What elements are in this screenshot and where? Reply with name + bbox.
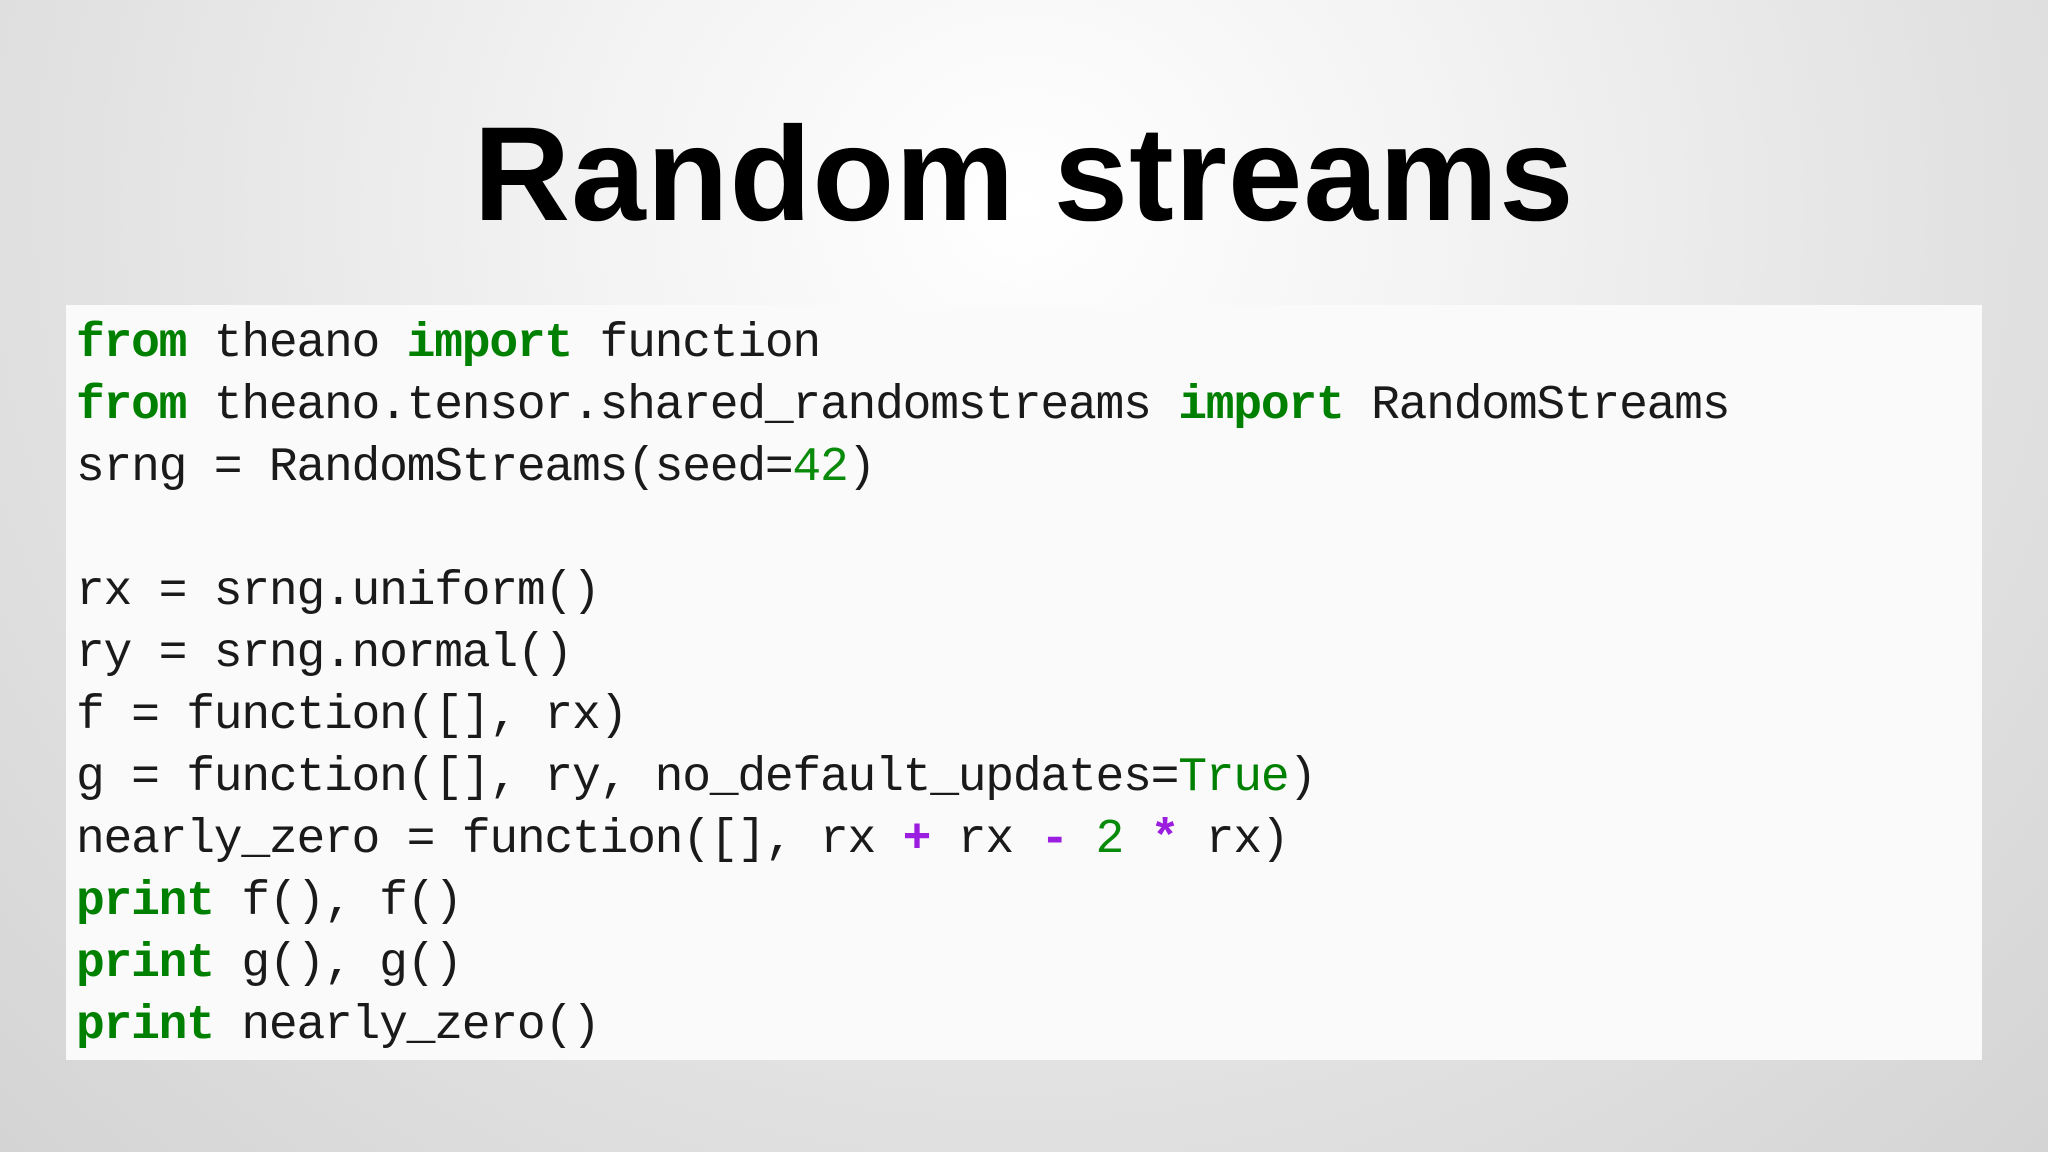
code-line: f = function([], rx) [76, 685, 1729, 747]
code-token: f(), f() [213, 875, 463, 929]
code-token: ) [847, 441, 877, 495]
code-token: theano [186, 317, 407, 371]
code-token: RandomStreams [1343, 379, 1730, 433]
code-line: rx = srng.uniform() [76, 561, 1729, 623]
code-token: rx) [1178, 813, 1290, 867]
code-token: 42 [792, 441, 848, 495]
code-token: rx [930, 813, 1041, 867]
code-token: print [76, 937, 215, 991]
code-token: from [76, 317, 187, 371]
code-token: ) [1288, 751, 1317, 805]
code-line [76, 499, 1729, 561]
code-token: nearly_zero = function([], rx [76, 813, 903, 867]
code-token: from [76, 379, 187, 433]
code-line: print nearly_zero() [76, 995, 1729, 1057]
code-token: g = function([], ry, no_default_updates= [76, 751, 1179, 805]
code-token: nearly_zero() [213, 999, 600, 1053]
code-line: g = function([], ry, no_default_updates=… [76, 747, 1729, 809]
code-token: theano.tensor.shared_randomstreams [186, 379, 1179, 433]
code-token: print [76, 875, 215, 929]
code-token: g(), g() [213, 937, 463, 991]
code-token: 2 [1095, 813, 1125, 867]
code-line: from theano import function [76, 313, 1729, 375]
code-line: print f(), f() [76, 871, 1729, 933]
code-token: + [902, 813, 932, 867]
code-token [1068, 813, 1096, 867]
code-line: print g(), g() [76, 933, 1729, 995]
code-line: from theano.tensor.shared_randomstreams … [76, 375, 1731, 437]
code-token: srng = RandomStreams(seed= [76, 441, 794, 495]
code-token: function [571, 317, 822, 371]
code-token: import [406, 317, 574, 371]
code-token: ry = srng.normal() [76, 627, 573, 681]
code-token: - [1040, 813, 1069, 867]
code-token: import [1178, 379, 1345, 433]
code-line: nearly_zero = function([], rx + rx - 2 *… [76, 809, 1729, 871]
code-token: print [76, 999, 215, 1053]
code-token: f = function([], rx) [76, 689, 628, 743]
code-line: srng = RandomStreams(seed=42) [76, 437, 1729, 499]
code-token: rx = srng.uniform() [76, 565, 601, 619]
code-line: ry = srng.normal() [76, 623, 1729, 685]
code-token [1123, 813, 1151, 867]
code-token: * [1150, 813, 1180, 867]
slide-title: Random streams [473, 100, 1575, 249]
code-token: True [1178, 751, 1289, 805]
